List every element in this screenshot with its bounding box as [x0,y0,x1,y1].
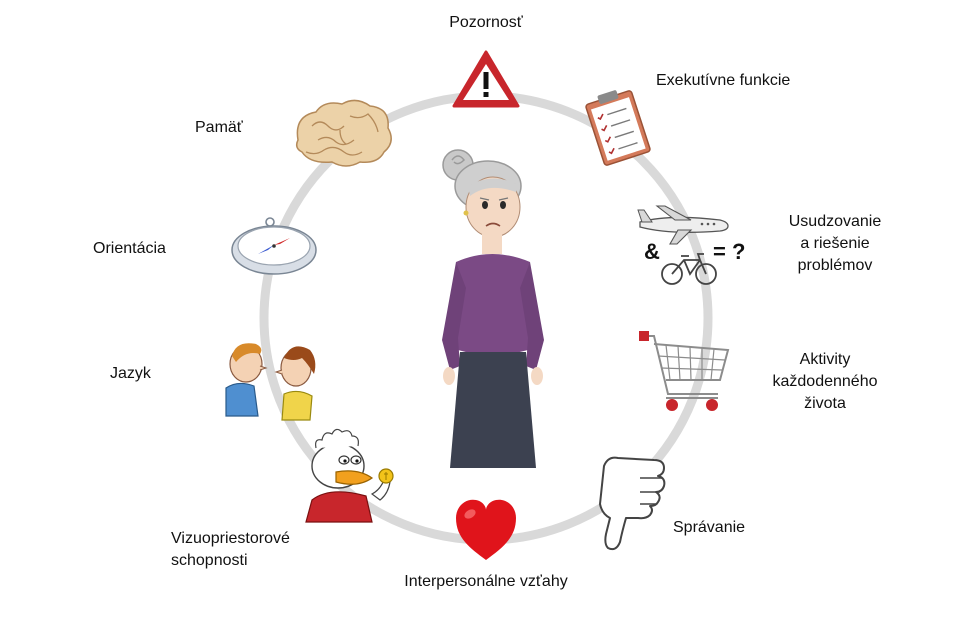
reasoning-ampersand: & [644,239,660,264]
label-vizuopriestorove-line-1: Vizuopriestorové [171,530,290,547]
clipboard-checklist-icon [585,90,651,166]
label-vizuopriestorove-line-2: schopnosti [171,552,248,569]
label-usudzovanie-line-2: a riešenie [800,235,870,252]
label-pozornost-line-1: Pozornosť [449,14,523,31]
shopping-cart-icon [639,331,730,411]
reasoning-equals-question: = ? [713,239,745,264]
label-pamat-line-1: Pamäť [195,119,243,136]
label-exekutivne-funkcie: Exekutívne funkcie [656,70,790,92]
heart-icon [456,499,516,560]
label-aktivity-line-2: každodenného [772,373,878,390]
label-aktivity-line-1: Aktivity [799,351,851,368]
label-pamat: Pamäť [195,117,243,139]
label-usudzovanie: Usudzovanie a riešenie problémov [770,211,900,277]
label-spravanie-line-1: Správanie [673,519,746,536]
brain-icon [295,99,392,167]
label-orientacia-line-1: Orientácia [93,240,166,257]
label-spravanie: Správanie [673,517,745,539]
thumbs-down-icon [599,456,666,551]
airplane-icon [637,205,729,245]
label-exekutivne-funkcie-line-1: Exekutívne funkcie [656,72,791,89]
compass-icon [231,217,317,275]
label-vizuopriestorove: Vizuopriestorové schopnosti [171,528,290,572]
label-interpersonalne-vztahy-line-1: Interpersonálne vzťahy [404,573,568,590]
label-jazyk-line-1: Jazyk [110,365,151,382]
bicycle-icon [661,253,717,285]
old-duck-with-coin-icon [305,428,394,523]
elderly-woman-figure [442,149,544,468]
label-interpersonalne-vztahy: Interpersonálne vzťahy [376,571,596,593]
label-pozornost: Pozornosť [420,12,552,34]
airplane-bicycle-question-icon: & = ? [637,205,745,285]
label-orientacia: Orientácia [93,238,166,260]
label-usudzovanie-line-3: problémov [797,257,873,274]
warning-sign-icon [452,50,520,108]
label-usudzovanie-line-1: Usudzovanie [788,213,882,230]
label-aktivity: Aktivity každodenného života [760,349,890,415]
two-people-talking-icon [225,343,316,421]
label-aktivity-line-3: života [804,395,846,412]
label-jazyk: Jazyk [110,363,151,385]
